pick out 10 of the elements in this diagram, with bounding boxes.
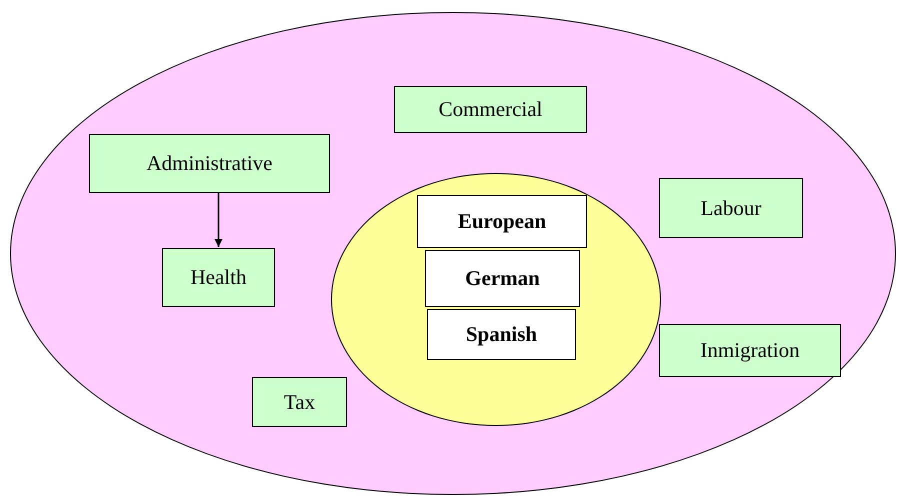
label-box: Health: [162, 248, 275, 307]
label-box: Inmigration: [659, 324, 841, 377]
label-box: Tax: [252, 377, 347, 427]
label-box: German: [425, 250, 580, 307]
label-box: Commercial: [394, 86, 587, 133]
label-box: European: [417, 195, 587, 248]
arrow: [214, 192, 222, 247]
label-box: Spanish: [427, 309, 576, 360]
label-box: Labour: [659, 178, 803, 238]
label-box: Administrative: [89, 134, 330, 193]
